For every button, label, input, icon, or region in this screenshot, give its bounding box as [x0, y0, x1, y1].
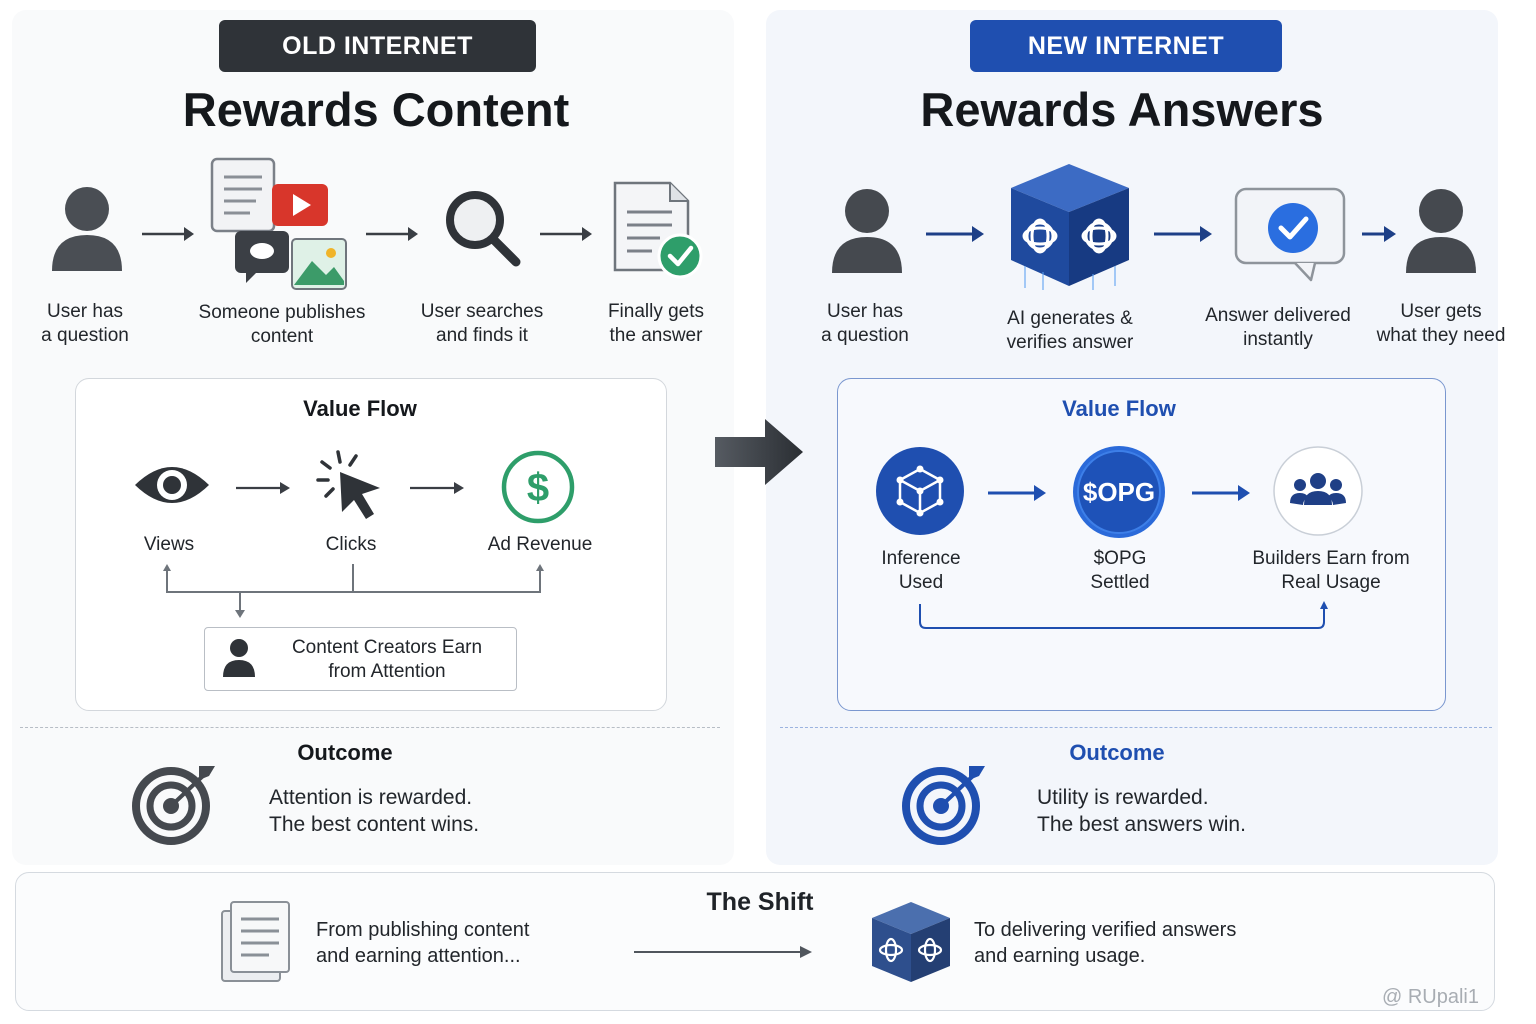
new-divider — [780, 727, 1492, 728]
shift-title: The Shift — [706, 888, 814, 916]
target-icon — [902, 766, 985, 845]
eye-icon — [135, 467, 209, 503]
chat-check-icon — [1234, 187, 1346, 282]
flow-arrow-icon — [988, 485, 1046, 501]
old-outcome-title: Outcome — [297, 740, 393, 765]
watermark: @ RUpali1 — [1382, 986, 1480, 1008]
person-icon — [223, 639, 255, 677]
views-label: Views — [143, 534, 195, 555]
flow-arrow-icon — [366, 227, 418, 241]
flow-arrow-icon — [540, 227, 592, 241]
old-outcome-text: Attention is rewarded.The best content w… — [269, 786, 480, 836]
new-outcome-title: Outcome — [1069, 740, 1165, 765]
opg-token-icon: $OPG — [1073, 446, 1165, 538]
flow-arrow-icon — [410, 482, 464, 494]
target-icon — [132, 766, 215, 845]
opg-token-text: $OPG — [1083, 477, 1155, 507]
shift-arrow-icon — [634, 946, 812, 958]
new-internet-badge: NEW INTERNET — [970, 20, 1282, 72]
creators-earn-box — [204, 627, 517, 691]
new-title: Rewards Answers — [920, 83, 1324, 136]
person-icon — [832, 189, 902, 273]
media-content-icon — [210, 157, 347, 290]
flow-connector — [163, 564, 544, 618]
flow-arrow-icon — [926, 226, 984, 242]
new-step-2-label: AI generates &verifies answer — [1006, 308, 1134, 353]
ad-revenue-label: Ad Revenue — [487, 534, 593, 555]
document-check-icon — [613, 181, 703, 279]
ai-cube-icon — [872, 902, 950, 982]
old-internet-badge: OLD INTERNET — [219, 20, 536, 72]
clicks-label: Clicks — [325, 534, 377, 555]
person-icon — [52, 187, 122, 271]
flow-connector — [919, 601, 1328, 629]
flow-arrow-icon — [1154, 226, 1212, 242]
document-stack-icon — [221, 901, 290, 982]
cursor-click-icon — [316, 450, 380, 519]
flow-arrow-icon — [142, 227, 194, 241]
transition-arrow-icon — [715, 419, 803, 485]
old-value-flow-title: Value Flow — [303, 396, 417, 421]
network-cube-icon — [876, 447, 964, 535]
new-value-flow-title: Value Flow — [1062, 396, 1176, 421]
old-title: Rewards Content — [182, 83, 570, 136]
flow-arrow-icon — [236, 482, 290, 494]
new-value-flow-box — [837, 378, 1446, 711]
flow-arrow-icon — [1362, 226, 1396, 242]
magnifier-icon — [446, 191, 521, 267]
new-outcome-text: Utility is rewarded.The best answers win… — [1037, 786, 1246, 836]
group-icon — [1273, 446, 1363, 536]
ai-cube-icon — [1011, 164, 1129, 290]
old-divider — [20, 727, 720, 728]
flow-arrow-icon — [1192, 485, 1250, 501]
svg-text:$: $ — [527, 466, 549, 510]
person-icon — [1406, 189, 1476, 273]
dollar-icon: $ — [501, 450, 575, 524]
